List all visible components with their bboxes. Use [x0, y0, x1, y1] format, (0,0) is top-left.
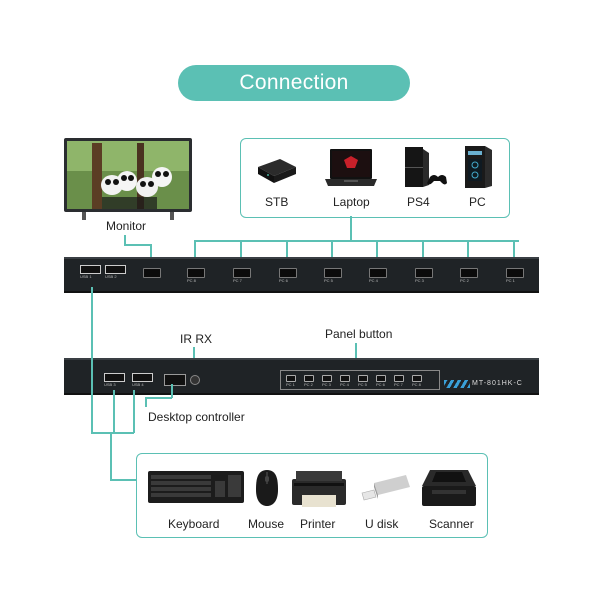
panel-button-label: Panel button [325, 327, 393, 341]
hdmi-input-label: PC 8 [187, 278, 196, 283]
hdmi-input-port: PC 7 [233, 268, 251, 283]
front-usb-label-3: USB 3 [104, 382, 116, 387]
panel-button-caption: PC 1 [286, 382, 295, 387]
source-label-ps4: PS4 [407, 195, 430, 209]
panel-button-caption: PC 2 [304, 382, 313, 387]
rear-usb-port-2: USB 2 [105, 265, 126, 279]
mouse-icon [254, 468, 280, 508]
rear-panel-unit [64, 257, 539, 293]
front-usb-label-4: USB 4 [132, 382, 144, 387]
monitor-line-h [124, 244, 151, 246]
hdmi-drop-5 [376, 240, 378, 260]
ps4-icon [399, 145, 449, 191]
panel-button-caption: PC 8 [412, 382, 421, 387]
hdmi-output-port [143, 268, 161, 278]
hdmi-drop-8 [513, 240, 515, 260]
panel-button-caption: PC 6 [376, 382, 385, 387]
usb-merge-line [91, 432, 134, 434]
hdmi-input-port: PC 1 [506, 268, 524, 283]
rear-usb-label-2: USB 2 [105, 274, 117, 279]
diagram-title: Connection [178, 65, 410, 101]
model-stripe [444, 380, 470, 388]
peripheral-label-udisk: U disk [365, 517, 399, 531]
monitor-image [62, 137, 194, 221]
laptop-icon [324, 148, 378, 190]
panel-button-frame [280, 370, 440, 390]
panel-button[interactable]: PC 1 [286, 375, 296, 387]
desktop-controller-pointer-v [171, 384, 173, 398]
monitor-line-v [124, 235, 126, 245]
desktop-controller-pointer-h [145, 397, 172, 399]
pc-tower-icon [459, 143, 499, 191]
hdmi-input-port: PC 2 [460, 268, 478, 283]
hdmi-input-label: PC 7 [233, 278, 242, 283]
hdmi-drop-7 [467, 240, 469, 260]
hdmi-input-label: PC 4 [369, 278, 378, 283]
hdmi-input-port: PC 8 [187, 268, 205, 283]
source-trunk-line [350, 216, 352, 241]
hdmi-input-port: PC 3 [415, 268, 433, 283]
stb-icon [254, 153, 298, 187]
desktop-controller-pointer-drop [145, 397, 147, 407]
usb-disk-icon [360, 473, 412, 507]
panel-button[interactable]: PC 4 [340, 375, 350, 387]
hdmi-input-label: PC 3 [415, 278, 424, 283]
panel-button[interactable]: PC 2 [304, 375, 314, 387]
monitor-line-drop [150, 244, 152, 260]
panel-button[interactable]: PC 7 [394, 375, 404, 387]
peripheral-label-keyboard: Keyboard [168, 517, 220, 531]
panel-button-caption: PC 5 [358, 382, 367, 387]
hdmi-input-label: PC 6 [279, 278, 288, 283]
hdmi-drop-2 [240, 240, 242, 260]
hdmi-drop-6 [422, 240, 424, 260]
monitor-label: Monitor [105, 219, 146, 233]
source-label-laptop: Laptop [333, 195, 370, 209]
hdmi-drop-3 [286, 240, 288, 260]
hdmi-input-port: PC 6 [279, 268, 297, 283]
desktop-controller-port [164, 374, 186, 386]
front-usb-line-right [133, 390, 135, 433]
peripheral-label-scanner: Scanner [429, 517, 474, 531]
ir-rx-label: IR RX [180, 332, 213, 346]
model-number: MT-801HK-C [472, 380, 523, 387]
panel-button[interactable]: PC 3 [322, 375, 332, 387]
front-usb-port-4: USB 4 [132, 373, 153, 387]
scanner-icon [420, 466, 478, 512]
hdmi-input-label: PC 5 [324, 278, 333, 283]
panel-button-caption: PC 4 [340, 382, 349, 387]
hdmi-input-label: PC 1 [506, 278, 515, 283]
hdmi-input-label: PC 2 [460, 278, 469, 283]
rear-usb-label-1: USB 1 [80, 274, 92, 279]
desktop-controller-label: Desktop controller [148, 410, 245, 424]
front-usb-port-3: USB 3 [104, 373, 125, 387]
source-bus-line [194, 240, 519, 242]
rear-usb-line [91, 287, 93, 432]
rear-usb-port-1: USB 1 [80, 265, 101, 279]
usb-feed-line [110, 479, 136, 481]
panel-button[interactable]: PC 5 [358, 375, 368, 387]
hdmi-drop-1 [194, 240, 196, 260]
panel-button-caption: PC 7 [394, 382, 403, 387]
front-usb-line-left [113, 390, 115, 433]
panel-button[interactable]: PC 6 [376, 375, 386, 387]
source-label-pc: PC [469, 195, 486, 209]
hdmi-input-port: PC 5 [324, 268, 342, 283]
ir-sensor [190, 375, 200, 385]
peripheral-label-mouse: Mouse [248, 517, 285, 531]
source-label-stb: STB [265, 195, 289, 209]
usb-trunk-line [110, 432, 112, 480]
panel-button-caption: PC 3 [322, 382, 331, 387]
keyboard-icon [147, 469, 245, 505]
panel-button[interactable]: PC 8 [412, 375, 422, 387]
hdmi-drop-4 [331, 240, 333, 260]
peripheral-label-printer: Printer [300, 517, 336, 531]
printer-icon [288, 467, 350, 511]
hdmi-input-port: PC 4 [369, 268, 387, 283]
